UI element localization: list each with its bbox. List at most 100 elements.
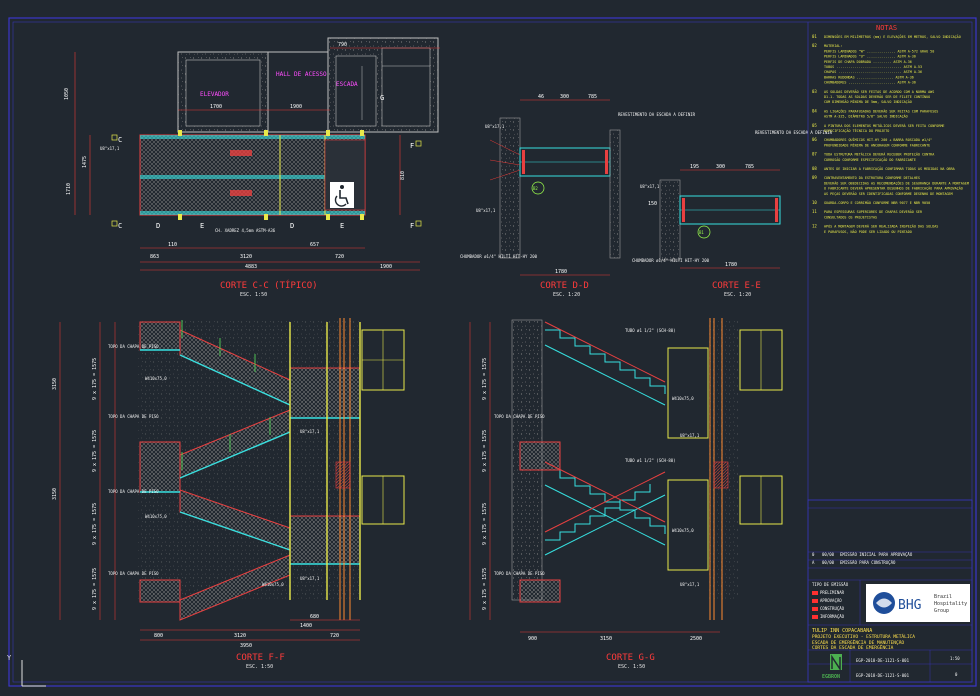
svg-text:1900: 1900 [290,104,302,110]
note-line: D1.1. TODAS AS SOLDAS DEVERÃO SER DE FIL… [824,94,930,99]
bhg-logo: BHG Brazil Hospitality Group [866,584,970,622]
section-ee: B1 195 300 785 150 1780 REVESTIMENTO DA … [632,130,833,298]
note-number: 06 [812,137,817,142]
svg-text:U8"x17,1: U8"x17,1 [100,146,120,151]
stair-label: ESCADA [336,81,358,88]
note-line: COM DIMENSÃO MÍNIMA DE 5mm, SALVO INDICA… [824,99,912,104]
svg-text:TOPO DA CHAPA DE PISO: TOPO DA CHAPA DE PISO [108,414,159,419]
svg-text:810: 810 [400,171,406,180]
hall-label: HALL DE ACESSO [276,71,327,78]
svg-text:9 x 175 = 1575: 9 x 175 = 1575 [92,430,98,472]
note-line: APÓS A MONTAGEM DEVERÁ SER REALIZADA INS… [824,224,938,229]
svg-text:D: D [156,222,160,230]
svg-text:46: 46 [538,94,544,100]
svg-text:3120: 3120 [240,254,252,260]
svg-text:00/00: 00/00 [822,560,835,565]
ucs-icon[interactable]: Y [7,654,46,687]
svg-text:E: E [200,222,204,230]
svg-text:1710: 1710 [66,183,72,195]
svg-text:3150: 3150 [52,488,58,500]
note-number: 10 [812,200,817,205]
svg-text:U8"x17,1: U8"x17,1 [476,208,496,213]
section-dd: B2 46 300 785 1780 REVESTIMENTO DA ESCAD… [460,94,696,298]
svg-text:1:50: 1:50 [950,656,960,661]
svg-text:1780: 1780 [555,269,567,275]
svg-text:195: 195 [690,164,699,170]
note-line: AS SOLDAS DEVERÃO SER FEITAS DE ACORDO C… [824,89,934,94]
section-ff-title: CORTE F-F [236,653,285,663]
note-number: 05 [812,123,817,128]
note-number: 08 [812,166,817,171]
svg-text:1700: 1700 [210,104,222,110]
sheet-inner-border [12,21,973,683]
svg-text:TUBO ø1 1/2" (SCH-80): TUBO ø1 1/2" (SCH-80) [625,328,676,333]
note-line: PROFUNDIDADE MÍNIMA DE ANCORAGEM CONFORM… [824,142,930,147]
svg-text:APROVAÇÃO: APROVAÇÃO [820,598,842,603]
svg-text:TOPO DA CHAPA DE PISO: TOPO DA CHAPA DE PISO [108,489,159,494]
note-line: TUBOS ................................ A… [824,65,922,69]
gg-vertical-dim-labels: 9 x 175 = 1575 9 x 175 = 1575 9 x 175 = … [482,358,488,610]
note-line: BARRAS REDONDAS .................. ASTM … [824,75,914,79]
section-dd-scale: ESC. 1:20 [553,292,580,298]
svg-text:0: 0 [812,552,815,557]
section-ff: 3150 3150 9 x 175 = 1575 9 x 175 = 1575 … [52,318,405,670]
svg-text:CH. XADREZ 4,5mm ASTM-A36: CH. XADREZ 4,5mm ASTM-A36 [215,228,276,233]
note-line: E PARAFUSOS, NÃO PODE SER LIXADO OU PINT… [824,229,912,234]
svg-text:G: G [380,94,384,102]
svg-text:W410x75,0: W410x75,0 [145,376,167,381]
svg-text:REVESTIMENTO DA ESCADA A DEFIN: REVESTIMENTO DA ESCADA A DEFINIR [618,112,696,117]
svg-text:790: 790 [338,42,347,48]
svg-text:150: 150 [648,201,657,207]
svg-text:863: 863 [150,254,159,260]
sheet-border [8,17,977,687]
section-markers: C C D D E E F F G [111,94,422,230]
svg-text:TOPO DA CHAPA DE PISO: TOPO DA CHAPA DE PISO [108,344,159,349]
note-line: AS PEÇAS DEVERÃO SER IDENTIFICADAS CONFO… [824,191,953,196]
svg-text:785: 785 [588,94,597,100]
note-line: AS LIGAÇÕES PARAFUSADAS DEVERÃO SER FEIT… [824,108,938,113]
svg-text:2500: 2500 [690,636,702,642]
svg-text:9 x 175 = 1575: 9 x 175 = 1575 [92,503,98,545]
svg-text:EGP-2018-DE-1121-S-001: EGP-2018-DE-1121-S-001 [856,658,910,663]
note-line: PERFIS DE CHAPA DOBRADA ......... ASTM A… [824,60,912,64]
plan-scale: ESC. 1:50 [240,292,267,298]
svg-text:680: 680 [310,614,319,620]
svg-text:W410x75,0: W410x75,0 [262,582,284,587]
note-line: PARA ESPESSURAS SUPERIORES DE CHAPAS DEV… [824,209,923,214]
svg-text:0: 0 [955,672,958,677]
svg-text:EMISSÃO PARA CONSTRUÇÃO: EMISSÃO PARA CONSTRUÇÃO [840,560,896,565]
svg-text:PROJETO EXECUTIVO - ESTRUTURA: PROJETO EXECUTIVO - ESTRUTURA METÁLICA [812,633,915,640]
note-number: 09 [812,175,817,180]
section-gg: 9 x 175 = 1575 9 x 175 = 1575 9 x 175 = … [469,318,783,670]
note-line: PERFIS LAMINADOS "W" .............. ASTM… [824,49,934,53]
title-block: 0 00/00 EMISSÃO INICIAL PARA APROVAÇÃO A… [807,499,973,683]
plan-view: ELEVADOR HALL DE ACESSO ESCADA C [64,37,440,298]
svg-text:9 x 175 = 1575: 9 x 175 = 1575 [92,358,98,400]
svg-text:3950: 3950 [240,643,252,649]
svg-text:9 x 175 = 1575: 9 x 175 = 1575 [92,568,98,610]
svg-text:U8"x17,1: U8"x17,1 [300,429,320,434]
svg-text:9 x 175 = 1575: 9 x 175 = 1575 [482,568,488,610]
svg-text:PRELIMINAR: PRELIMINAR [820,590,845,595]
svg-text:300: 300 [716,164,725,170]
svg-text:Brazil: Brazil [934,594,952,600]
egbron-logo: EGBRON [822,654,842,680]
section-gg-scale: ESC. 1:50 [618,664,645,670]
gg-notes: TUBO ø1 1/2" (SCH-80) TUBO ø1 1/2" (SCH-… [494,328,700,587]
ff-dimensions [59,322,360,641]
svg-text:Y: Y [7,654,12,662]
svg-text:3150: 3150 [600,636,612,642]
note-line: TODA ESTRUTURA METÁLICA DEVERÁ RECEBER P… [824,152,934,157]
svg-text:W410x75,0: W410x75,0 [145,514,167,519]
note-line: GUARDA-CORPO E CORRIMÃO CONFORME NBR 907… [824,200,930,205]
svg-text:4883: 4883 [245,264,257,270]
svg-text:1050: 1050 [64,88,70,100]
svg-text:F: F [410,222,414,230]
svg-text:1780: 1780 [725,262,737,268]
note-line: ASTM A-325, DIÂMETRO 5/8" SALVO INDICAÇÃ… [824,114,908,119]
note-line: DEVERÃO SER OBEDECIDAS AS RECOMENDAÇÕES … [824,180,969,185]
note-line: CHUMBADORES ....................... ASTM… [824,81,916,85]
